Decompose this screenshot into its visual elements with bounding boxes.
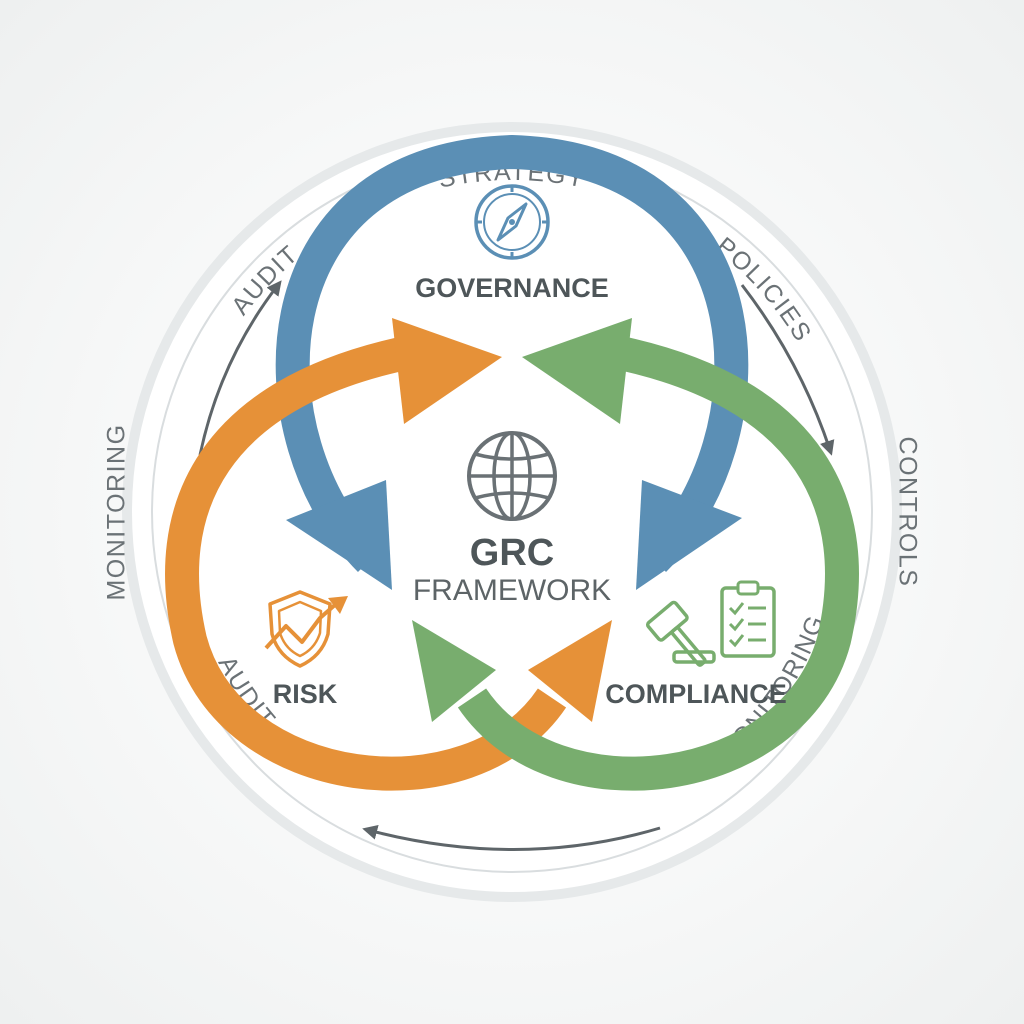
shield-trend-icon — [264, 590, 348, 668]
center-subtitle: FRAMEWORK — [413, 574, 611, 607]
compliance-label: COMPLIANCE — [605, 679, 787, 709]
center-title: GRC — [470, 532, 554, 574]
ring-label-monitoring-left: MONITORING — [103, 423, 131, 600]
globe-icon — [467, 431, 557, 521]
cycle-arrow-bottom — [362, 825, 661, 851]
risk-label: RISK — [273, 679, 338, 709]
governance-label: GOVERNANCE — [415, 273, 609, 303]
risk-loop-arrow — [165, 318, 612, 791]
compliance-loop-arrow — [412, 318, 859, 791]
cycle-arrow-upper-left — [198, 280, 282, 456]
gavel-checklist-icon — [645, 580, 776, 667]
cycle-arrow-upper-right — [740, 284, 835, 456]
ring-label-controls: CONTROLS — [893, 437, 921, 588]
compass-icon — [474, 184, 550, 260]
